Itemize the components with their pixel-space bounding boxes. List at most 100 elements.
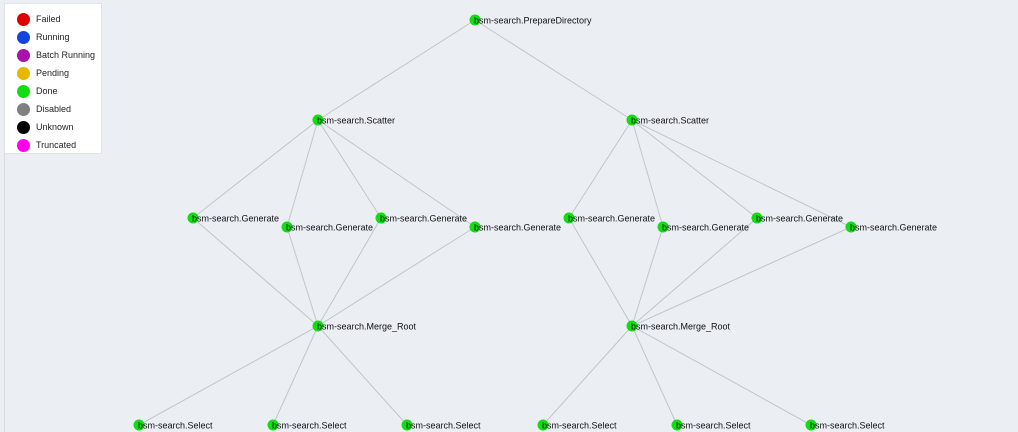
batch-running-status-dot-icon (17, 48, 30, 62)
legend-item-unknown: Unknown (5, 118, 101, 136)
task-status-dot-icon[interactable] (133, 419, 145, 431)
dag-edge-scatter2-gen6 (631, 119, 664, 228)
legend-label: Done (36, 86, 58, 96)
dag-node-sel6[interactable]: bsm-search.Select (805, 419, 886, 431)
dag-edge-gen6-merge2 (631, 226, 664, 327)
canvas-left-border (4, 154, 5, 432)
task-label[interactable]: bsm-search.Select (810, 421, 885, 431)
dag-edge-merge2-sel4 (542, 325, 633, 426)
task-status-dot-icon[interactable] (312, 114, 324, 126)
dag-edge-scatter1-gen4 (317, 119, 476, 228)
dag-node-gen1[interactable]: bsm-search.Generate (187, 212, 280, 224)
dag-edge-scatter2-gen5 (568, 119, 633, 219)
dag-node-sel2[interactable]: bsm-search.Select (267, 419, 348, 431)
dag-edge-gen4-merge1 (317, 226, 476, 327)
nodes-layer: bsm-search.PrepareDirectory bsm-search.Sc… (133, 14, 938, 431)
dag-node-sel4[interactable]: bsm-search.Select (537, 419, 618, 431)
dag-edge-merge2-sel5 (631, 325, 678, 426)
dag-edge-gen5-merge2 (568, 217, 633, 327)
dag-edge-scatter1-gen3 (317, 119, 382, 219)
task-status-dot-icon[interactable] (671, 419, 683, 431)
legend-item-pending: Pending (5, 64, 101, 82)
legend-label: Pending (36, 68, 70, 78)
task-label[interactable]: bsm-search.Generate (286, 223, 373, 233)
task-status-dot-icon[interactable] (537, 419, 549, 431)
dag-edge-merge2-sel6 (631, 325, 812, 426)
task-status-dot-icon[interactable] (187, 212, 199, 224)
dag-edge-merge1-sel2 (272, 325, 319, 426)
task-label[interactable]: bsm-search.PrepareDirectory (474, 16, 592, 26)
task-label[interactable]: bsm-search.Generate (756, 214, 843, 224)
dag-node-sel1[interactable]: bsm-search.Select (133, 419, 214, 431)
task-label[interactable]: bsm-search.Generate (850, 223, 937, 233)
dag-edge-scatter2-gen7 (631, 119, 758, 219)
task-label[interactable]: bsm-search.Select (676, 421, 751, 431)
task-label[interactable]: bsm-search.Generate (474, 223, 561, 233)
task-label[interactable]: bsm-search.Select (406, 421, 481, 431)
task-status-dot-icon[interactable] (805, 419, 817, 431)
dag-edge-root-scatter2 (474, 19, 633, 121)
task-status-dot-icon[interactable] (281, 221, 293, 233)
dag-node-gen5[interactable]: bsm-search.Generate (563, 212, 656, 224)
task-status-dot-icon[interactable] (657, 221, 669, 233)
task-label[interactable]: bsm-search.Select (272, 421, 347, 431)
legend-label: Running (36, 32, 70, 42)
legend-item-disabled: Disabled (5, 100, 101, 118)
edges-layer (138, 19, 852, 426)
task-status-dot-icon[interactable] (312, 320, 324, 332)
task-status-dot-icon[interactable] (845, 221, 857, 233)
disabled-status-dot-icon (17, 102, 30, 116)
legend-label: Failed (36, 14, 61, 24)
dag-edge-gen7-merge2 (631, 217, 758, 327)
legend-item-batch-running: Batch Running (5, 46, 101, 64)
dag-node-merge1[interactable]: bsm-search.Merge_Root (312, 320, 417, 332)
task-status-dot-icon[interactable] (401, 419, 413, 431)
task-label[interactable]: bsm-search.Generate (662, 223, 749, 233)
done-status-dot-icon (17, 84, 30, 98)
task-status-dot-icon[interactable] (626, 114, 638, 126)
legend-item-truncated: Truncated (5, 136, 101, 154)
dag-edge-scatter2-gen8 (631, 119, 852, 228)
dag-node-scatter1[interactable]: bsm-search.Scatter (312, 114, 396, 126)
dag-node-gen8[interactable]: bsm-search.Generate (845, 221, 938, 233)
task-label[interactable]: bsm-search.Merge_Root (317, 322, 417, 332)
dag-node-gen2[interactable]: bsm-search.Generate (281, 221, 374, 233)
task-label[interactable]: bsm-search.Scatter (317, 116, 395, 126)
task-label[interactable]: bsm-search.Select (138, 421, 213, 431)
dag-edge-gen3-merge1 (317, 217, 382, 327)
task-label[interactable]: bsm-search.Scatter (631, 116, 709, 126)
task-status-dot-icon[interactable] (469, 14, 481, 26)
task-label[interactable]: bsm-search.Generate (380, 214, 467, 224)
task-label[interactable]: bsm-search.Merge_Root (631, 322, 731, 332)
dag-node-gen7[interactable]: bsm-search.Generate (751, 212, 844, 224)
task-label[interactable]: bsm-search.Generate (192, 214, 279, 224)
failed-status-dot-icon (17, 12, 30, 26)
task-status-dot-icon[interactable] (267, 419, 279, 431)
task-status-dot-icon[interactable] (563, 212, 575, 224)
task-status-dot-icon[interactable] (375, 212, 387, 224)
dag-edge-merge1-sel1 (138, 325, 319, 426)
dag-node-scatter2[interactable]: bsm-search.Scatter (626, 114, 710, 126)
task-status-dot-icon[interactable] (469, 221, 481, 233)
pending-status-dot-icon (17, 66, 30, 80)
legend-label: Truncated (36, 140, 77, 150)
dag-node-gen6[interactable]: bsm-search.Generate (657, 221, 750, 233)
dag-node-gen4[interactable]: bsm-search.Generate (469, 221, 562, 233)
dag-node-merge2[interactable]: bsm-search.Merge_Root (626, 320, 731, 332)
dag-node-gen3[interactable]: bsm-search.Generate (375, 212, 468, 224)
dag-edge-scatter1-gen2 (286, 119, 319, 228)
status-legend: Failed Running Batch Running Pending Don… (4, 3, 102, 154)
task-status-dot-icon[interactable] (626, 320, 638, 332)
legend-label: Disabled (36, 104, 72, 114)
dag-edge-root-scatter1 (317, 19, 476, 121)
task-status-dot-icon[interactable] (751, 212, 763, 224)
task-label[interactable]: bsm-search.Generate (568, 214, 655, 224)
dag-node-sel3[interactable]: bsm-search.Select (401, 419, 482, 431)
dag-edge-scatter1-gen1 (192, 119, 319, 219)
truncated-status-dot-icon (17, 138, 30, 152)
task-label[interactable]: bsm-search.Select (542, 421, 617, 431)
dag-node-root[interactable]: bsm-search.PrepareDirectory (469, 14, 593, 26)
dag-node-sel5[interactable]: bsm-search.Select (671, 419, 752, 431)
